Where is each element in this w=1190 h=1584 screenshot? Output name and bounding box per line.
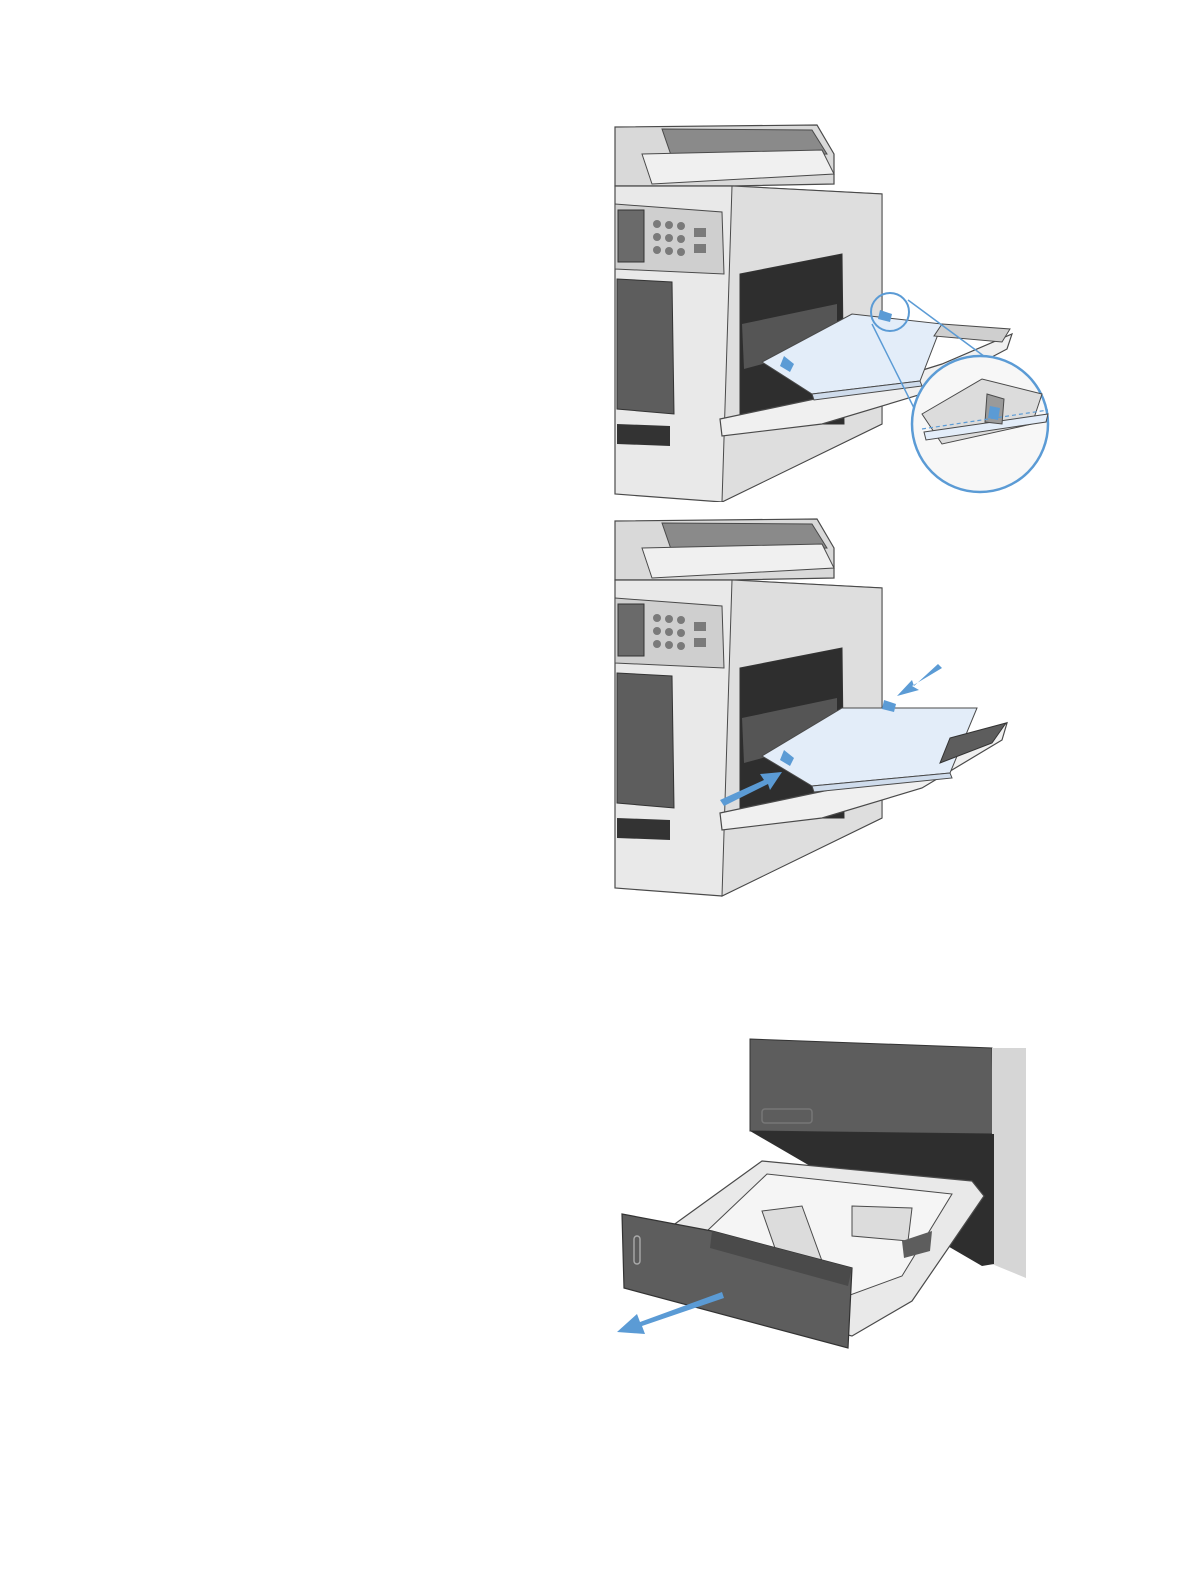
printer-icon <box>612 518 1012 898</box>
figure-cassette-tray-open <box>612 1036 1032 1354</box>
figure-printer-tray-with-inset <box>612 124 1057 502</box>
tray-icon <box>612 1036 1032 1354</box>
printer-icon <box>612 124 1057 502</box>
magnifier-inset-icon <box>912 356 1048 492</box>
figure-printer-tray-adjust-guides <box>612 518 1012 898</box>
arrow-left-icon <box>897 664 942 696</box>
